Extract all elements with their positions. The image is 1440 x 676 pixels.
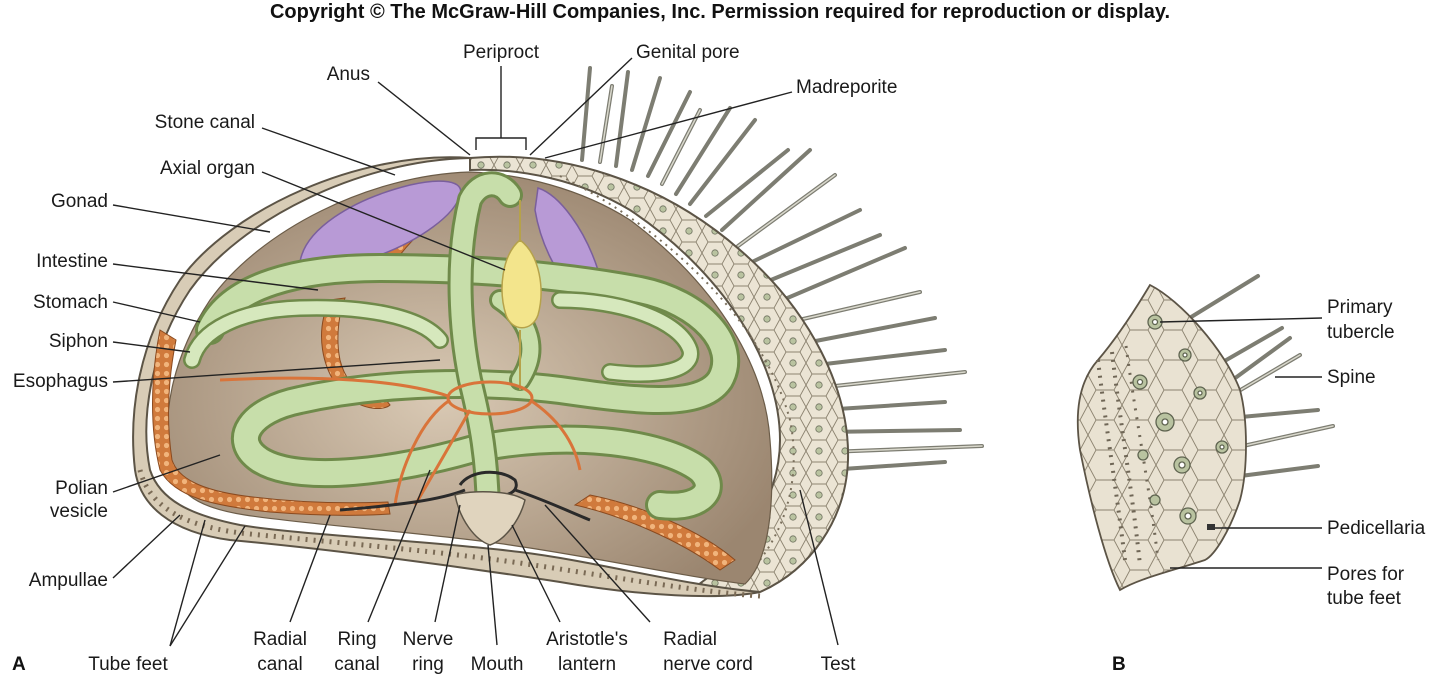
- copyright-notice: Copyright © The McGraw-Hill Companies, I…: [270, 1, 1170, 23]
- label-pedicellaria: Pedicellaria: [1327, 518, 1426, 539]
- aristotles-lantern: [454, 490, 526, 546]
- leader-lines-b: [1159, 317, 1323, 569]
- label-mouth: Mouth: [471, 654, 524, 675]
- label-pores-line1: Pores for: [1327, 564, 1405, 585]
- label-ring-canal-line1: Ring: [337, 629, 376, 650]
- shell-rim: [132, 156, 761, 598]
- label-genital-pore: Genital pore: [636, 42, 740, 63]
- panel-label-b: B: [1112, 654, 1126, 675]
- panel-label-a: A: [12, 654, 26, 675]
- urchin-cutaway-figure: [132, 66, 984, 599]
- label-tube-feet: Tube feet: [88, 654, 168, 675]
- label-aristotles-lantern-line1: Aristotle's: [546, 629, 628, 650]
- test-fragment: [1076, 283, 1247, 592]
- label-siphon: Siphon: [49, 331, 108, 352]
- label-esophagus: Esophagus: [13, 371, 108, 392]
- spines: [580, 66, 984, 472]
- label-intestine: Intestine: [36, 251, 108, 272]
- label-test: Test: [821, 654, 857, 675]
- label-nerve-ring-line1: Nerve: [403, 629, 454, 650]
- test-fragment-figure: [1076, 274, 1335, 592]
- label-primary-tubercle-line1: Primary: [1327, 297, 1393, 318]
- label-stone-canal: Stone canal: [155, 112, 255, 133]
- label-nerve-ring-line2: ring: [412, 654, 444, 675]
- label-spine: Spine: [1327, 367, 1376, 388]
- label-aristotles-lantern-line2: lantern: [558, 654, 616, 675]
- axial-organ: [501, 239, 542, 329]
- leader-lines-a: [112, 57, 839, 647]
- water-vascular-canals: [219, 376, 582, 506]
- periproct-bracket: [475, 137, 527, 150]
- label-radial-nerve-cord-line1: Radial: [663, 629, 717, 650]
- label-polian-vesicle-line2: vesicle: [50, 501, 108, 522]
- label-polian-vesicle-line1: Polian: [55, 478, 108, 499]
- label-gonad: Gonad: [51, 191, 108, 212]
- labels-a: Periproct Genital pore Anus Madreporite …: [13, 42, 897, 675]
- label-pores-line2: tube feet: [1327, 588, 1402, 609]
- label-primary-tubercle-line2: tubercle: [1327, 322, 1395, 343]
- label-radial-nerve-cord-line2: nerve cord: [663, 654, 753, 675]
- ampullae: [152, 329, 391, 516]
- digestive-tract: [183, 171, 741, 533]
- labels-b: Primary tubercle Spine Pedicellaria Pore…: [1327, 297, 1426, 609]
- label-stomach: Stomach: [33, 292, 108, 313]
- label-axial-organ: Axial organ: [160, 158, 255, 179]
- pedicellaria: [1207, 524, 1215, 530]
- label-ampullae: Ampullae: [29, 570, 108, 591]
- tube-feet: [137, 469, 761, 599]
- label-radial-canal-line2: canal: [257, 654, 302, 675]
- label-ring-canal-line2: canal: [334, 654, 379, 675]
- label-madreporite: Madreporite: [796, 77, 897, 98]
- label-periproct: Periproct: [463, 42, 540, 63]
- label-anus: Anus: [327, 64, 370, 85]
- label-radial-canal-line1: Radial: [253, 629, 307, 650]
